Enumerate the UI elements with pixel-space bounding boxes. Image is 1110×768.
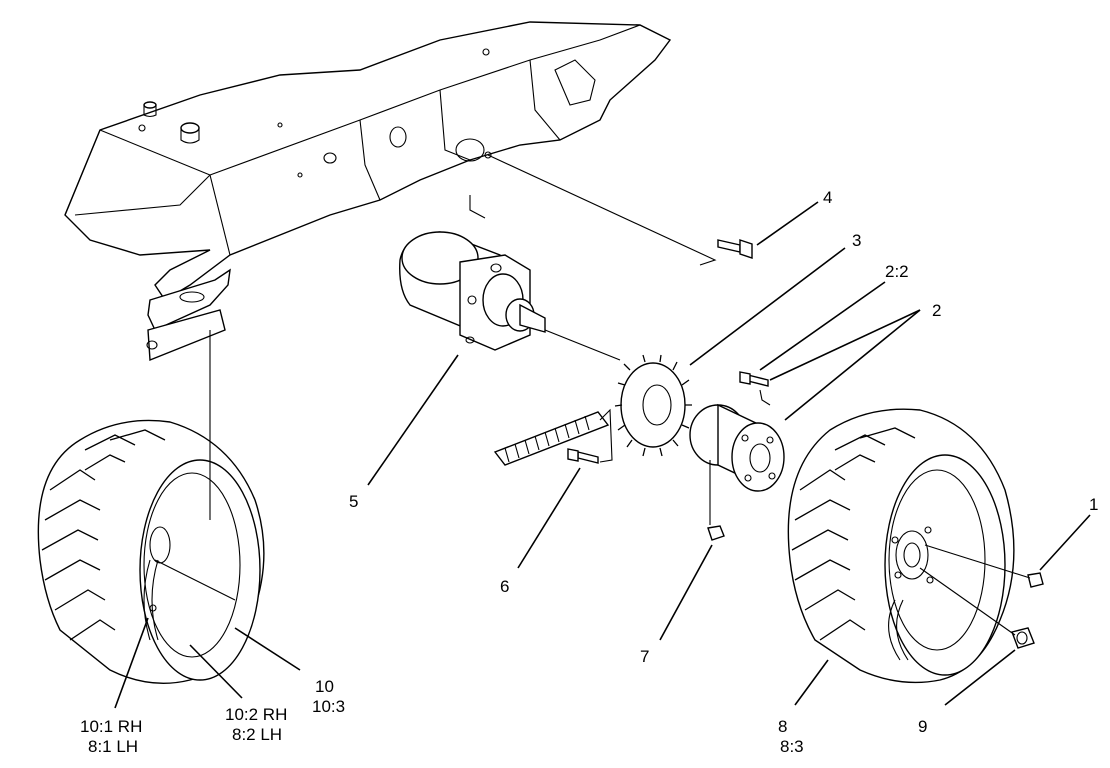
callout-2-2: 2:2 [885,262,909,281]
bolt-item-2-2 [739,371,769,387]
bolt-item-4 [717,239,753,259]
callout-8-1-lh: 8:1 LH [88,737,138,756]
left-tire-tread [41,429,166,641]
bolt-item-6 [567,448,599,464]
left-wheel-assembly [37,419,265,684]
callout-10-3: 10:3 [312,697,345,716]
callout-7: 7 [640,647,649,666]
nut-item-7 [707,525,725,541]
right-wheel-assembly [787,408,1015,684]
callout-labels: 1 2 2:2 3 4 5 6 7 8 8:3 9 10 10:3 10:1 R… [80,188,1098,756]
callout-8-2-lh: 8:2 LH [232,725,282,744]
nut-item-1 [1027,572,1044,588]
callout-2: 2 [932,301,941,320]
callout-10-2-rh: 10:2 RH [225,705,287,724]
callout-10: 10 [315,677,334,696]
callout-10-1-rh: 10:1 RH [80,717,142,736]
frame-assembly [64,21,672,362]
assembly-lines [154,154,1031,636]
sprocket [614,354,692,457]
roller-chain [493,411,610,466]
callout-3: 3 [852,231,861,250]
callout-9: 9 [918,717,927,736]
callout-1: 1 [1089,495,1098,514]
hydraulic-motor [399,231,546,351]
nut-item-9 [1011,627,1035,649]
callout-5: 5 [349,492,358,511]
callout-4: 4 [823,188,832,207]
right-tire-tread [791,427,916,641]
callout-6: 6 [500,577,509,596]
callout-8-3: 8:3 [780,737,804,756]
leader-lines [114,201,1091,709]
callout-8: 8 [778,717,787,736]
wheel-hub [689,403,785,492]
